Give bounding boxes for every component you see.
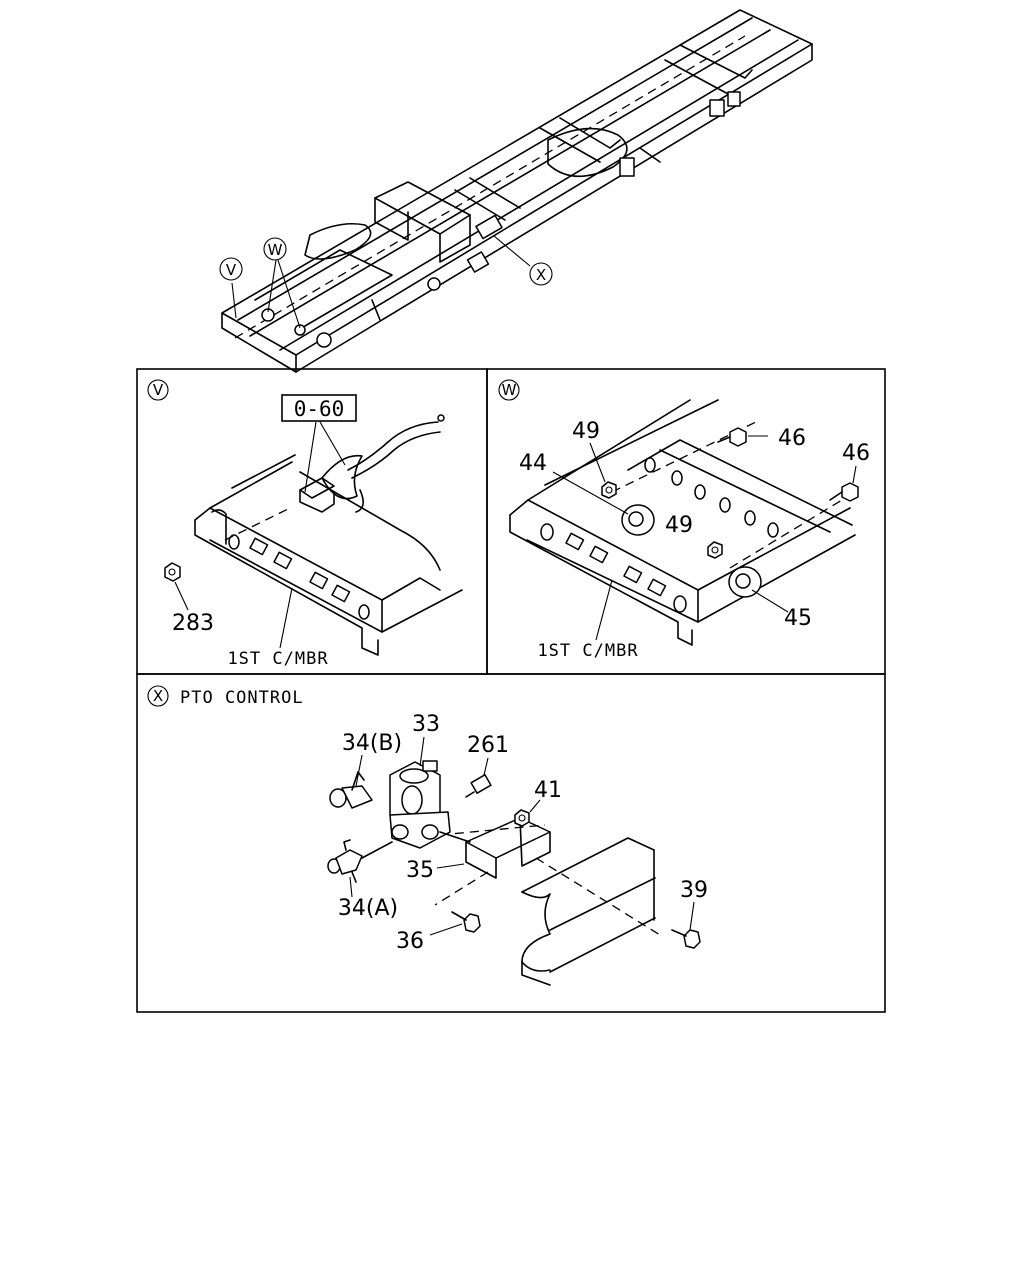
part-39-bolt[interactable]: 39 (671, 878, 708, 949)
panel-v-member-label: 1ST C/MBR (227, 649, 328, 669)
part-36-bolt[interactable]: 36 (396, 911, 481, 954)
frame-rail-x (521, 837, 656, 986)
part-39-label: 39 (680, 878, 708, 903)
part-34b-fitting[interactable]: 34(B) (329, 731, 402, 809)
callout-x-marker[interactable]: X (529, 262, 553, 286)
part-261-bolt[interactable]: 261 (465, 733, 509, 798)
part-44-label: 44 (519, 451, 547, 476)
part-261-label: 261 (467, 733, 509, 758)
part-33-label: 33 (412, 712, 440, 737)
panel-w-member-label: 1ST C/MBR (537, 641, 638, 661)
part-283-nut[interactable]: 283 (164, 562, 214, 636)
panel-x-letter: X (153, 687, 163, 705)
part-35-label: 35 (406, 858, 434, 883)
ref-box-label: 0-60 (294, 397, 345, 421)
part-46b-label: 46 (842, 441, 870, 466)
panel-x-label: X PTO CONTROL (147, 685, 304, 708)
panel-x-title: PTO CONTROL (180, 688, 304, 708)
part-45-label: 45 (784, 606, 812, 631)
panel-v-letter: V (153, 381, 164, 399)
part-34b-label: 34(B) (342, 731, 402, 756)
part-49b-label: 49 (665, 513, 693, 538)
part-45-horn[interactable]: 45 (728, 566, 812, 631)
part-49a-nut[interactable]: 49 (572, 419, 617, 499)
chassis-frame-overview (221, 9, 813, 373)
cable-clip-assembly (224, 414, 445, 541)
part-283-label: 283 (172, 611, 214, 636)
part-41-label: 41 (534, 778, 562, 803)
panel-w-letter: W (502, 381, 517, 399)
callout-v-marker[interactable]: V (219, 257, 243, 281)
panel-v: V (147, 379, 463, 669)
panel-v-label: V (147, 379, 169, 401)
ref-box-0-60[interactable]: 0-60 (281, 394, 357, 493)
part-34a-label: 34(A) (338, 896, 398, 921)
crossmember-v (194, 454, 463, 656)
part-33-valve[interactable]: 33 (389, 712, 451, 849)
part-49a-label: 49 (572, 419, 600, 444)
part-44-horn[interactable]: 44 (519, 451, 655, 536)
part-34a-fitting[interactable]: 34(A) (327, 839, 398, 921)
panel-x: X PTO CONTROL 35 (147, 685, 708, 986)
callout-x-circle (529, 262, 553, 286)
part-49b-nut[interactable]: 49 (665, 513, 723, 559)
part-46b-bolt[interactable]: 46 (829, 441, 870, 502)
part-46a-bolt[interactable]: 46 (717, 426, 806, 451)
panel-w-label: W (498, 379, 520, 401)
part-46a-label: 46 (778, 426, 806, 451)
part-41-nut[interactable]: 41 (514, 778, 562, 827)
part-36-label: 36 (396, 929, 424, 954)
callout-w-marker[interactable]: W (263, 237, 287, 261)
callout-v-circle (219, 257, 243, 281)
panel-x-frame (136, 673, 886, 1013)
callout-w-circle (263, 237, 287, 261)
callout-w-letter: W (268, 241, 283, 259)
callout-x-letter: X (536, 266, 546, 284)
part-35-bracket[interactable]: 35 (406, 817, 661, 936)
callout-v-letter: V (226, 261, 237, 279)
crossmember-w (509, 399, 856, 646)
panel-w: W (498, 379, 870, 661)
